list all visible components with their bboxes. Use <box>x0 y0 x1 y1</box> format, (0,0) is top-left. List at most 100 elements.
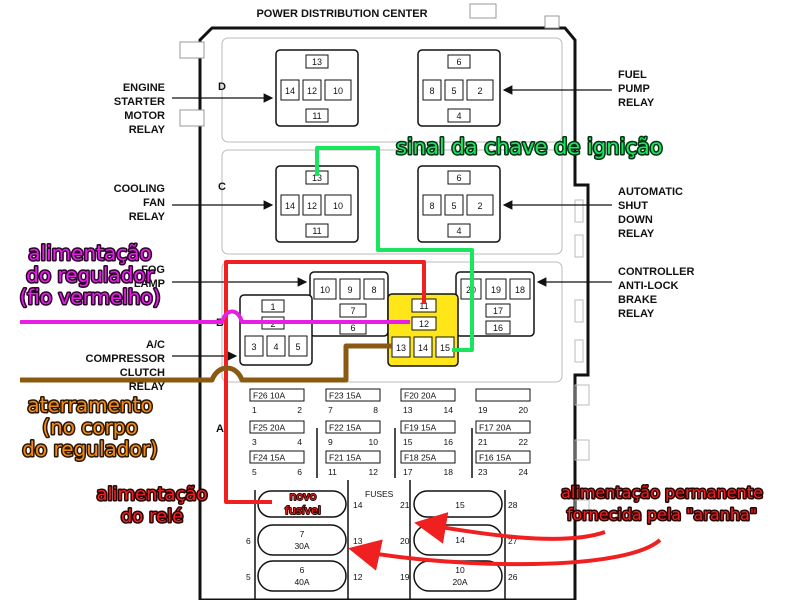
fuse-amp: 40A <box>294 577 309 587</box>
pin: 6 <box>350 323 355 333</box>
mini-fuse-body <box>249 450 305 464</box>
fog-lamp-relay: 10 9 8 7 6 <box>309 271 389 337</box>
mini-fuse-body <box>325 450 381 464</box>
regulator-power-wire <box>20 309 410 324</box>
annotation-regulator-power: (fio vermelho) <box>19 285 160 309</box>
pin: 15 <box>440 343 450 353</box>
mini-fuse-pin-left: 15 <box>403 437 413 447</box>
mini-fuse-pin-right: 22 <box>519 437 529 447</box>
permanent-arrow-2 <box>348 538 662 571</box>
fuse-amp: 20A <box>452 577 467 587</box>
fuse-pin: 28 <box>508 500 518 510</box>
highlighted-relay: 11 12 13 14 15 <box>387 293 459 367</box>
mini-fuse-body <box>249 420 305 434</box>
mini-fuse-body <box>400 388 456 402</box>
mini-fuse-pin-left: 1 <box>252 405 257 415</box>
pin: 7 <box>350 306 355 316</box>
page-title: POWER DISTRIBUTION CENTER <box>256 8 427 20</box>
mini-fuse-pin-left: 13 <box>403 405 413 415</box>
label-cooling-fan: FAN <box>143 197 165 209</box>
fuse-number: 15 <box>455 500 465 510</box>
mini-fuse-pin-left: 3 <box>252 437 257 447</box>
pin: 5 <box>295 342 300 352</box>
fuse-pin: 27 <box>508 536 518 546</box>
label-ac-compressor: RELAY <box>129 381 166 393</box>
pin: 16 <box>493 323 503 333</box>
label-fog-lamp: LAMP <box>134 278 165 290</box>
pin: 14 <box>418 343 428 353</box>
label-engine-starter: ENGINE <box>123 82 165 94</box>
pin: 13 <box>312 173 322 183</box>
pin: 11 <box>312 226 321 236</box>
annotation-ignition: sinal da chave de ignição <box>396 135 663 159</box>
mini-fuse-name: F20 20A <box>404 391 436 401</box>
pin: 5 <box>451 86 456 96</box>
pin: 11 <box>419 301 428 311</box>
label-auto-shutdown: DOWN <box>618 214 653 226</box>
pin: 2 <box>477 86 482 96</box>
mini-fuse-pin-left: 23 <box>478 467 488 477</box>
annotation-relay-power: do relé <box>121 506 183 527</box>
mini-fuse-name: F21 15A <box>329 453 361 463</box>
annotation-relay-power: alimentação <box>96 484 207 505</box>
mini-fuse-body <box>475 420 531 434</box>
pin: 4 <box>456 226 461 236</box>
pin: 2 <box>477 201 482 211</box>
mini-fuse-pin-right: 4 <box>297 437 302 447</box>
fuse-number: 10 <box>455 565 465 575</box>
section-letter-d: D <box>218 81 226 93</box>
label-cooling-fan: RELAY <box>129 211 166 223</box>
fuse-number: 6 <box>300 565 305 575</box>
fuse-pin: 6 <box>246 536 251 546</box>
fuse-pin: 5 <box>246 572 251 582</box>
mini-fuse-body <box>249 388 305 402</box>
mini-fuse-pin-right: 8 <box>373 405 378 415</box>
pin: 13 <box>396 343 406 353</box>
fuse-number: 14 <box>455 535 465 545</box>
pin: 10 <box>333 86 343 96</box>
annotation-regulator-power: alimentação <box>28 241 151 265</box>
pin: 14 <box>285 86 295 96</box>
mini-fuse-pin-right: 16 <box>444 437 454 447</box>
mini-fuse-pin-left: 9 <box>328 437 333 447</box>
annotation-new-fuse: novo <box>290 490 317 503</box>
mini-fuse-body <box>475 450 531 464</box>
mini-fuse-pin-left: 21 <box>478 437 488 447</box>
label-abs: BRAKE <box>618 294 657 306</box>
permanent-arrow-1 <box>414 512 606 544</box>
fuses-label: FUSES <box>365 489 394 499</box>
section-letter-c: C <box>218 181 226 193</box>
mini-fuse-pin-right: 10 <box>369 437 379 447</box>
mini-fuse-name: F18 25A <box>404 453 436 463</box>
engine-starter-relay: 13 14 12 10 11 <box>275 49 359 127</box>
abs-relay: 20 19 18 17 16 <box>455 271 535 337</box>
pin: 4 <box>456 111 461 121</box>
label-engine-starter: STARTER <box>114 96 165 108</box>
pin: 13 <box>312 57 322 67</box>
relay-power-wire <box>224 260 426 504</box>
fuse-pin: 12 <box>353 572 363 582</box>
mini-fuse-pin-right: 18 <box>444 467 454 477</box>
label-abs: CONTROLLER <box>618 266 694 278</box>
mini-fuse-pin-right: 12 <box>369 467 379 477</box>
pin: 10 <box>333 201 343 211</box>
mini-fuse-body <box>325 388 381 402</box>
label-fuel-pump: RELAY <box>618 97 655 109</box>
label-auto-shutdown: RELAY <box>618 228 655 240</box>
label-abs: ANTI-LOCK <box>618 280 679 292</box>
annotation-permanent: alimentação permanente <box>561 483 763 502</box>
mini-fuse-body <box>475 388 531 402</box>
pin: 8 <box>429 86 434 96</box>
pin: 9 <box>347 285 352 295</box>
annotation-permanent: fornecida pela "aranha" <box>567 505 757 524</box>
label-fuel-pump: FUEL <box>618 69 647 81</box>
pin: 12 <box>419 319 429 329</box>
